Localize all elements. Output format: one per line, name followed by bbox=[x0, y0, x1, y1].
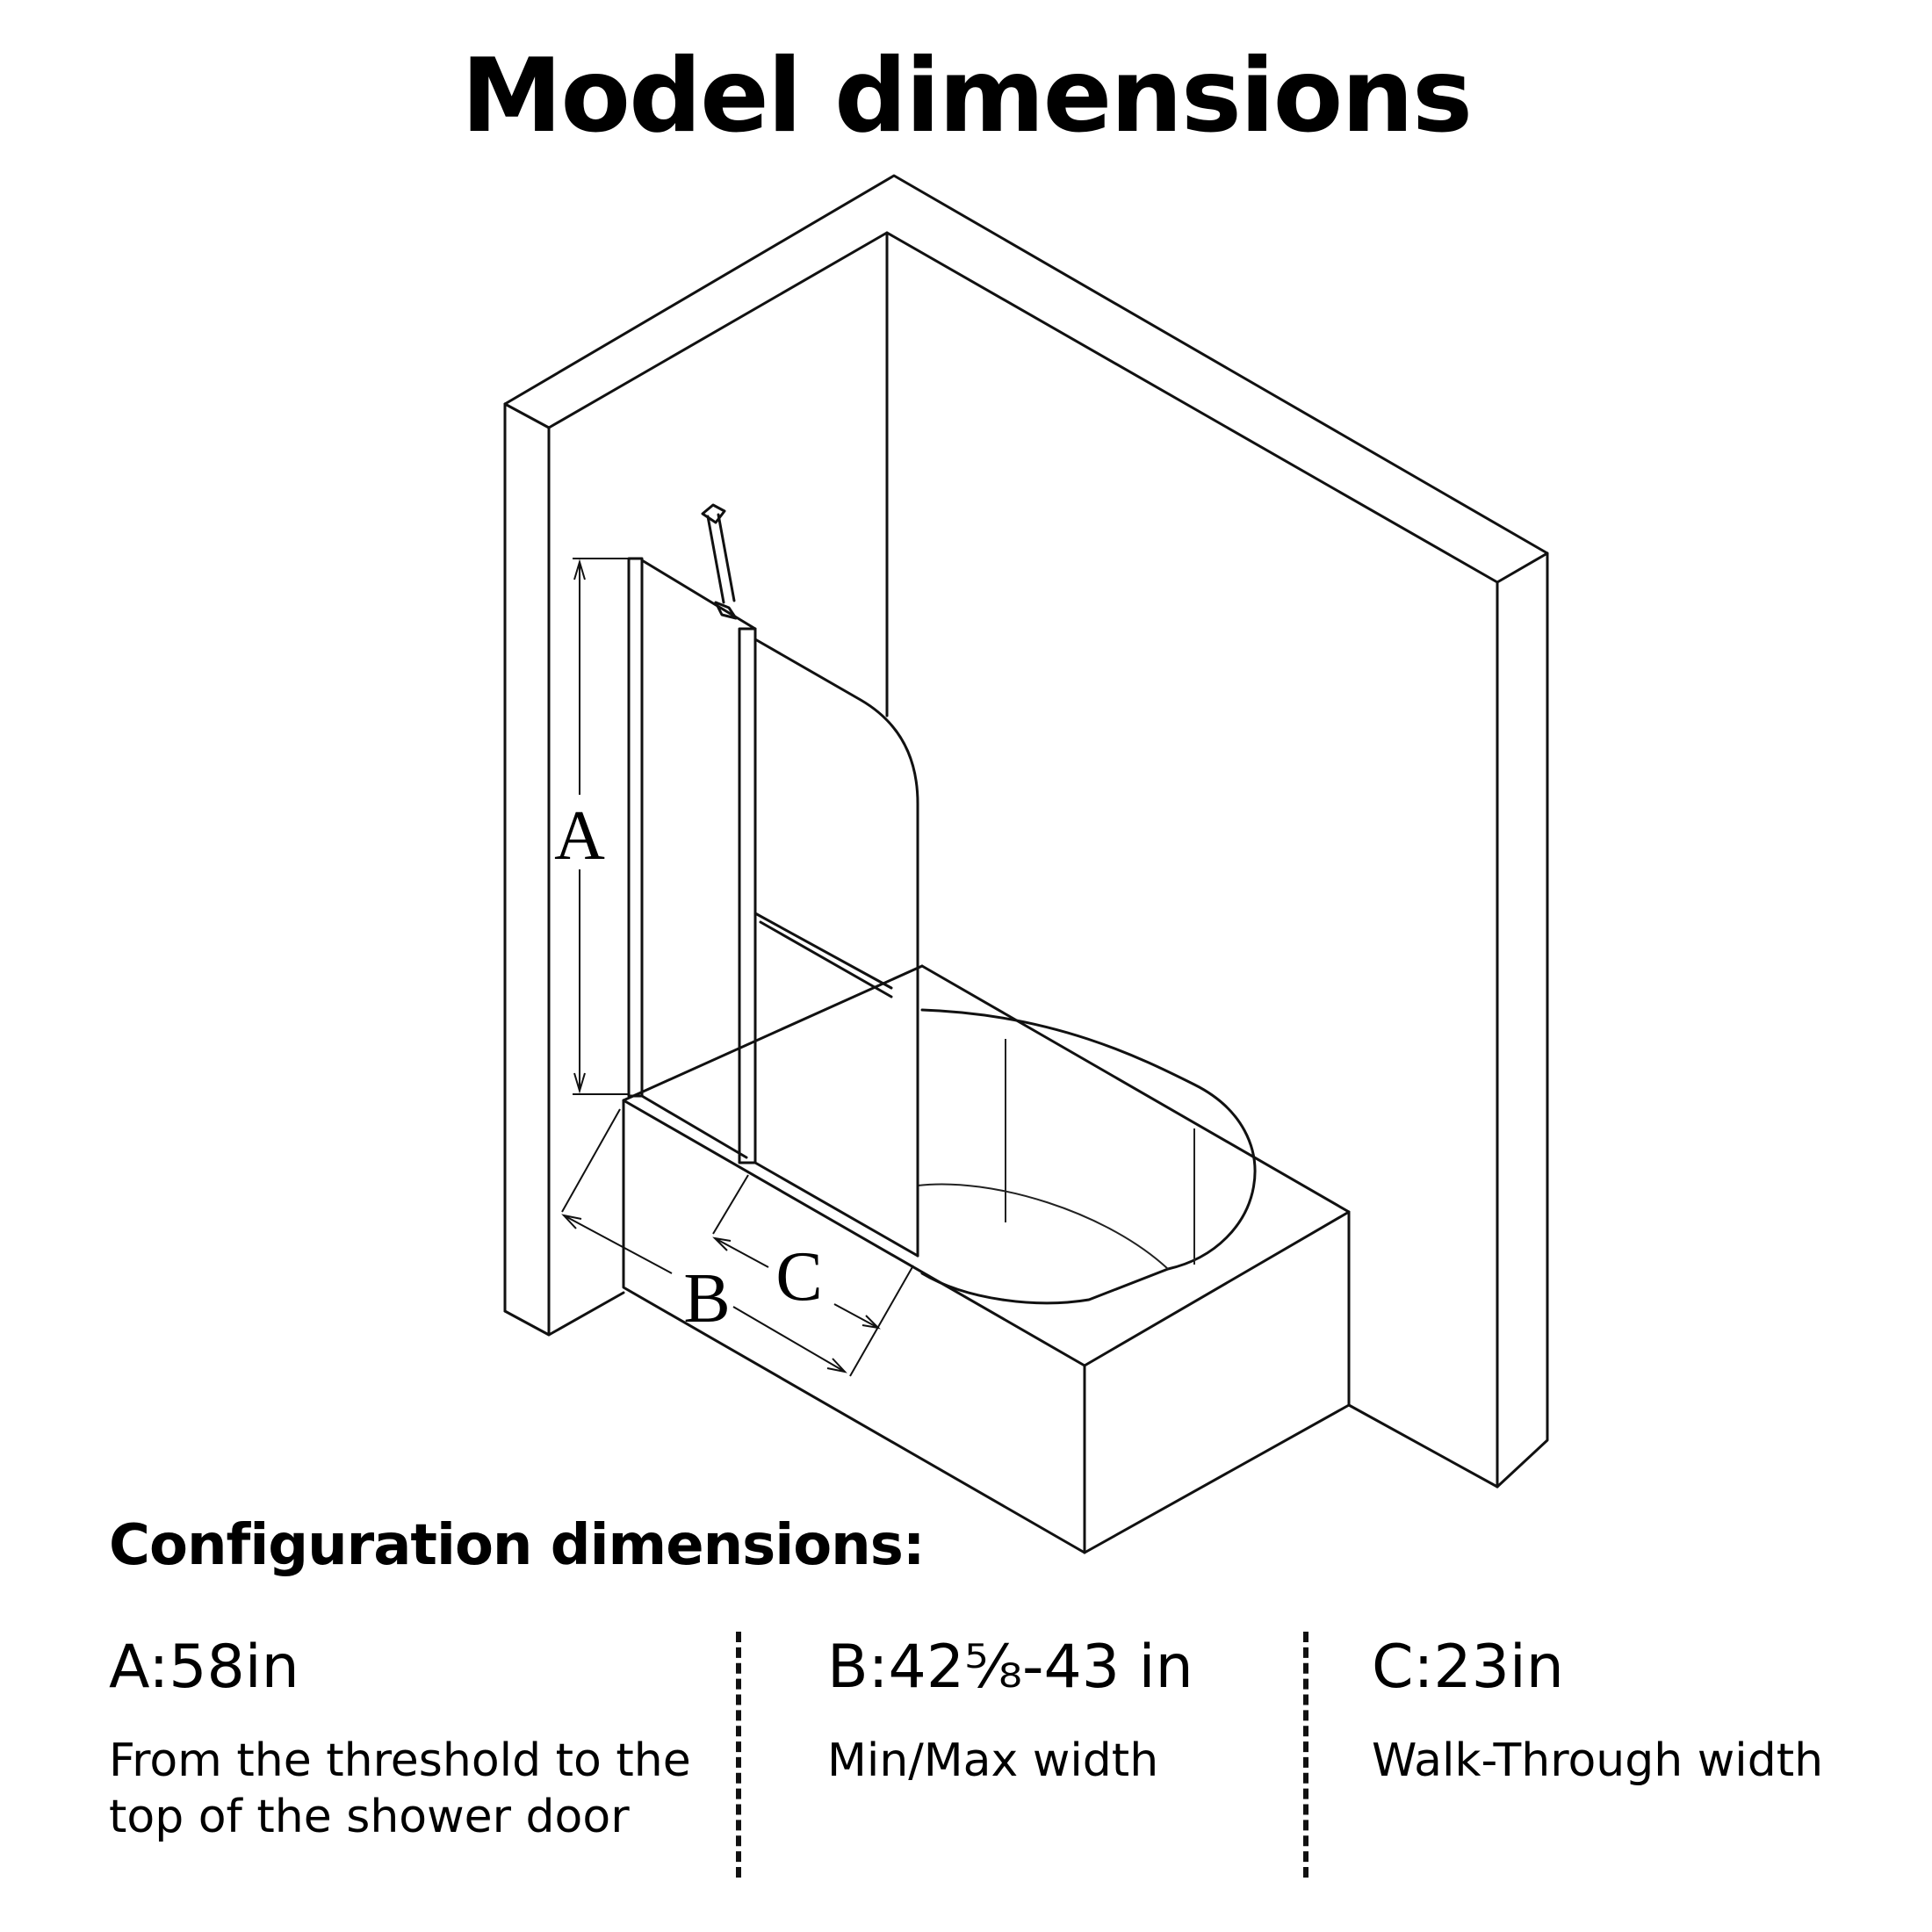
spec-c-description-line: Walk-Through width bbox=[1372, 1734, 1824, 1787]
dimension-c: C bbox=[712, 1174, 881, 1330]
dimension-a-label: A bbox=[554, 797, 605, 875]
spec-a: A:58in From the threshold to the top of … bbox=[109, 1638, 691, 1845]
dimension-b: B bbox=[561, 1108, 914, 1377]
page-title: Model dimensions bbox=[460, 37, 1473, 155]
spec-c-value: C:23in bbox=[1372, 1633, 1564, 1702]
spec-b-description: Min/Max width bbox=[827, 1733, 1193, 1789]
column-divider bbox=[736, 1632, 741, 1878]
spec-b-description-line: Min/Max width bbox=[827, 1734, 1159, 1787]
spec-b: B:42⅝-43 in Min/Max width bbox=[827, 1638, 1193, 1789]
spec-a-description-line: From the threshold to the bbox=[109, 1734, 691, 1787]
dimension-c-label: C bbox=[775, 1238, 822, 1316]
bathtub bbox=[622, 964, 1351, 1554]
wall-outline bbox=[503, 174, 1549, 1489]
dimension-b-label: B bbox=[683, 1260, 730, 1337]
spec-c: C:23in Walk-Through width bbox=[1372, 1638, 1823, 1789]
spec-c-description: Walk-Through width bbox=[1372, 1733, 1823, 1789]
shower-screen bbox=[627, 503, 919, 1258]
spec-a-description: From the threshold to the top of the sho… bbox=[109, 1733, 691, 1845]
spec-a-value: A:58in bbox=[109, 1633, 299, 1702]
spec-b-value: B:42⅝-43 in bbox=[827, 1633, 1193, 1702]
spec-a-description-line: top of the shower door bbox=[109, 1791, 630, 1843]
dimension-a: A bbox=[554, 558, 629, 1095]
column-divider bbox=[1303, 1632, 1308, 1878]
configuration-heading: Configuration dimensions: bbox=[109, 1513, 925, 1578]
